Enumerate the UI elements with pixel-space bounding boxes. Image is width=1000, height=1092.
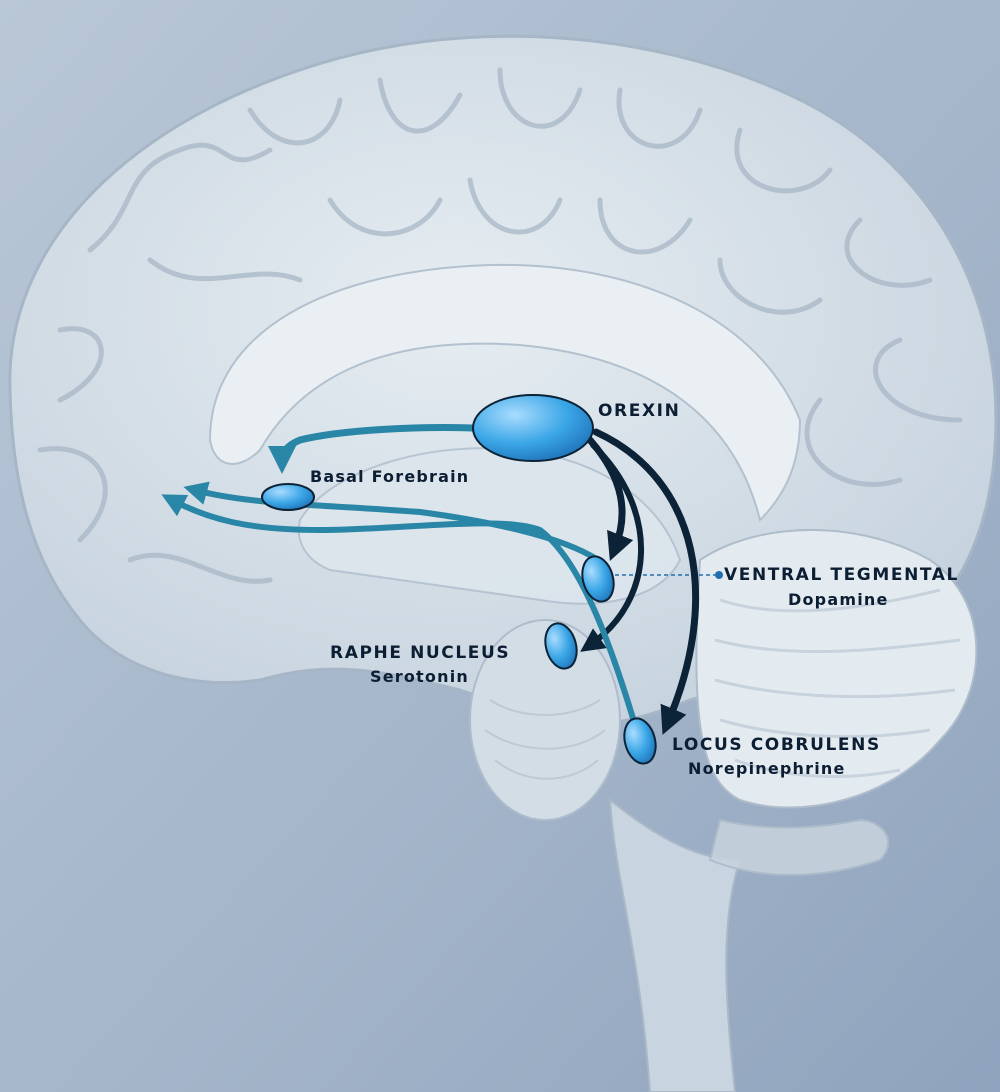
serotonin-label: Serotonin — [370, 667, 469, 686]
locus-node — [623, 717, 657, 765]
orexin-to-raphe-nucleus-arrow — [580, 442, 645, 652]
brain-illustration — [8, 34, 998, 1092]
orexin-to-locus-arrow — [592, 428, 700, 735]
dopamine-label: Dopamine — [788, 590, 889, 609]
ventral-tegmental-node — [581, 555, 615, 603]
locus-label: LOCUS COBRULENS — [672, 735, 881, 755]
orexin-to-basal-forebrain-arrow — [268, 424, 477, 474]
locus-projection-arrow — [161, 494, 641, 738]
leader-dot — [715, 571, 723, 579]
ventral-tegmental-label: VENTRAL TEGMENTAL — [724, 565, 959, 585]
basal-forebrain-label: Basal Forebrain — [310, 467, 469, 486]
raphe-nucleus-label: RAPHE NUCLEUS — [330, 643, 510, 663]
norepinephrine-label: Norepinephrine — [688, 759, 846, 778]
orexin-node — [472, 394, 594, 462]
basal-forebrain-node — [261, 483, 315, 511]
raphe-nucleus-node — [544, 622, 578, 670]
pathways — [161, 424, 700, 738]
orexin-label: OREXIN — [598, 401, 680, 421]
